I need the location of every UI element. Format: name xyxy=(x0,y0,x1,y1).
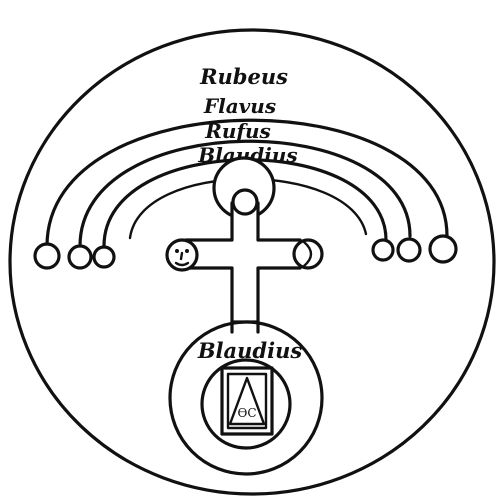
arc-label-rufus: Rufus xyxy=(204,119,271,143)
inner-circle-label: Blaudius xyxy=(197,338,303,363)
sigil-square: ϴC xyxy=(220,366,274,436)
outer-circle xyxy=(8,28,496,496)
sigil-glyph: ϴC xyxy=(237,406,256,420)
triangle-icon xyxy=(228,376,266,426)
arc-end-circle xyxy=(371,238,395,262)
arc-end-circle xyxy=(396,237,422,263)
sun-inner-circle xyxy=(231,188,259,216)
arc-end-circle xyxy=(33,242,61,270)
face-icon xyxy=(165,238,199,272)
arc-rubeus xyxy=(45,118,449,248)
cross-foot xyxy=(230,320,260,334)
arc-end-circle xyxy=(92,245,116,269)
arc-label-flavus: Flavus xyxy=(203,94,276,118)
arc-end-circle xyxy=(428,234,458,264)
cross-shape xyxy=(184,201,302,324)
moon-icon xyxy=(292,238,324,270)
arc-flavus xyxy=(78,139,412,248)
arc-label-rubeus: Rubeus xyxy=(199,64,288,89)
arc-end-circle xyxy=(67,244,93,270)
